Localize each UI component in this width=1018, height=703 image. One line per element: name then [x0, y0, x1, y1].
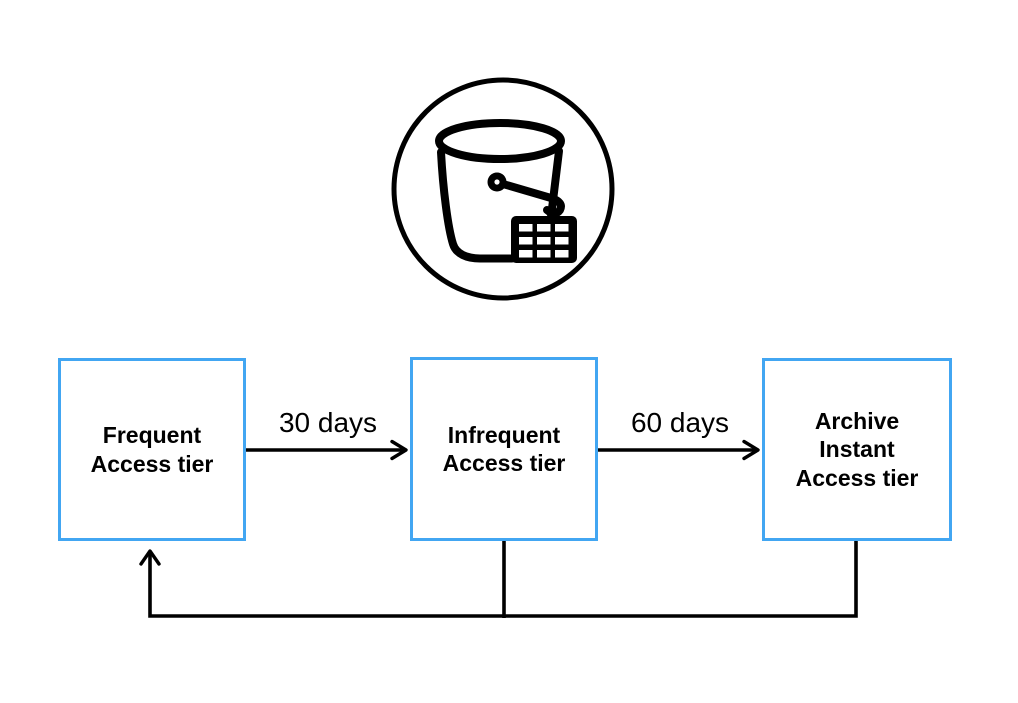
return-line — [148, 541, 858, 618]
icon-circle-outline — [391, 77, 615, 301]
tier-label-line: Frequent — [102, 422, 202, 449]
bucket-object-grid — [511, 216, 577, 263]
tier-box-frequent-access: Frequent Access tier — [58, 358, 246, 541]
transition-label-60-days: 60 days — [630, 407, 730, 438]
s3-bucket-icon — [391, 77, 615, 301]
tier-label-line: Infrequent — [447, 421, 561, 448]
tier-label-line: Instant — [819, 436, 895, 463]
tier-box-infrequent-access: Infrequent Access tier — [410, 357, 598, 541]
transition-label-30-days: 30 days — [278, 407, 378, 438]
bucket-handle — [499, 180, 565, 218]
bucket-body-left — [437, 148, 516, 263]
bucket-handle-pivot-hole — [494, 179, 500, 185]
arrow-head-right-icon — [390, 439, 408, 461]
arrow-head-right-icon — [742, 439, 760, 461]
arrow-head-up-icon — [139, 549, 161, 566]
return-arrow — [139, 541, 858, 618]
transition-arrow-60-days — [598, 439, 760, 461]
bucket-rim — [435, 119, 565, 163]
transition-arrow-30-days — [246, 439, 408, 461]
tier-label-line: Access tier — [90, 450, 214, 477]
tier-label-line: Access tier — [795, 464, 919, 491]
tier-label-line: Archive — [814, 408, 900, 435]
bucket-body-right — [547, 147, 563, 221]
tier-label-line: Access tier — [442, 450, 566, 476]
tier-box-archive-instant-access: Archive Instant Access tier — [762, 358, 952, 541]
